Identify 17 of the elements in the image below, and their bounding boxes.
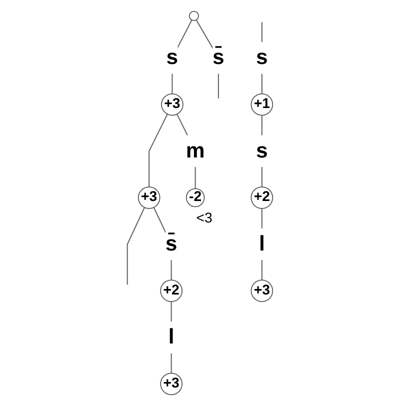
edge-label: l [168,321,174,354]
value-circle: +3 [138,186,160,209]
value-circle: +2 [250,186,274,209]
value-circle: +2 [160,280,182,302]
node-note: <3 [196,209,212,226]
edge-label: s [256,42,268,74]
edge-label: s̄ [165,228,178,260]
edge-label: l [258,228,265,260]
edge-label: m [186,135,205,168]
edge-label: s̄ [212,42,224,74]
value-circle: -2 [186,188,205,208]
edge-label: s [256,135,268,168]
edge-label: s [166,42,178,74]
value-circle: +1 [250,93,274,116]
value-circle: +3 [250,280,274,302]
value-circle: +3 [160,372,182,396]
value-circle: +3 [161,93,184,116]
